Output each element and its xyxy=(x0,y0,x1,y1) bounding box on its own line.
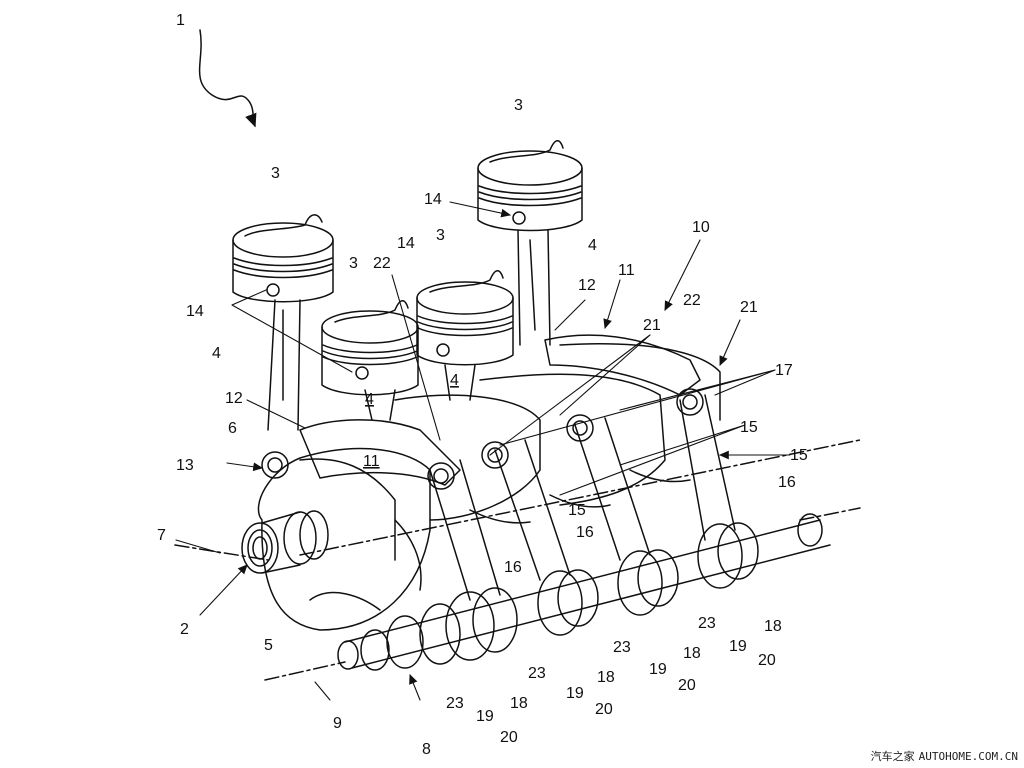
assembly-arrow xyxy=(198,29,257,128)
eccentric-shaft xyxy=(337,513,831,671)
label-4: 4 xyxy=(212,345,221,362)
label-23: 23 xyxy=(446,695,464,712)
label-18: 18 xyxy=(510,695,528,712)
label-3: 3 xyxy=(514,97,523,114)
label-5: 5 xyxy=(264,637,273,654)
label-19: 19 xyxy=(566,685,584,702)
piston-mid-left xyxy=(321,300,419,396)
label-11: 11 xyxy=(363,453,380,470)
label-17: 17 xyxy=(775,362,793,379)
label-20: 20 xyxy=(500,729,518,746)
label-9: 9 xyxy=(333,715,342,732)
watermark-site: AUTOHOME.COM.CN xyxy=(918,750,1018,763)
line-art xyxy=(174,29,861,701)
label-20: 20 xyxy=(758,652,776,669)
rocker-levers xyxy=(261,334,704,490)
label-22: 22 xyxy=(373,255,391,272)
label-15: 15 xyxy=(790,447,808,464)
crank-nose xyxy=(241,510,329,574)
label-7: 7 xyxy=(157,527,166,544)
label-2: 2 xyxy=(180,621,189,638)
label-19: 19 xyxy=(729,638,747,655)
eccentric-axis-line xyxy=(264,507,861,681)
leader-lines xyxy=(175,201,791,701)
label-16: 16 xyxy=(504,559,522,576)
label-14: 14 xyxy=(186,303,204,320)
label-21: 21 xyxy=(643,317,661,334)
label-15: 15 xyxy=(568,502,586,519)
label-13: 13 xyxy=(176,457,194,474)
part-labels: 1 3 3 3 3 14 14 14 4 4 4 4 22 22 12 12 1… xyxy=(157,12,808,758)
label-16: 16 xyxy=(778,474,796,491)
label-8: 8 xyxy=(422,741,431,758)
label-12: 12 xyxy=(225,390,243,407)
label-6: 6 xyxy=(228,420,237,437)
label-14: 14 xyxy=(397,235,415,252)
label-19: 19 xyxy=(649,661,667,678)
watermark-cn: 汽车之家 xyxy=(870,750,915,763)
label-19: 19 xyxy=(476,708,494,725)
label-10: 10 xyxy=(692,219,710,236)
label-3: 3 xyxy=(349,255,358,272)
label-4: 4 xyxy=(365,391,374,408)
label-21: 21 xyxy=(740,299,758,316)
label-18: 18 xyxy=(764,618,782,635)
label-22: 22 xyxy=(683,292,701,309)
label-16: 16 xyxy=(576,524,594,541)
label-12: 12 xyxy=(578,277,596,294)
label-23: 23 xyxy=(698,615,716,632)
label-4: 4 xyxy=(450,372,459,389)
label-4: 4 xyxy=(588,237,597,254)
label-18: 18 xyxy=(597,669,615,686)
label-3: 3 xyxy=(271,165,280,182)
label-15: 15 xyxy=(740,419,758,436)
label-14: 14 xyxy=(424,191,442,208)
coupling-links xyxy=(429,394,736,601)
crankshaft-body xyxy=(257,343,721,631)
label-1: 1 xyxy=(176,12,185,29)
connecting-rods xyxy=(267,229,551,431)
label-3: 3 xyxy=(436,227,445,244)
piston-mid-right xyxy=(416,270,514,366)
piston-right xyxy=(477,140,583,232)
label-11: 11 xyxy=(618,262,635,279)
label-20: 20 xyxy=(595,701,613,718)
label-20: 20 xyxy=(678,677,696,694)
piston-left xyxy=(232,214,334,303)
label-23: 23 xyxy=(613,639,631,656)
label-18: 18 xyxy=(683,645,701,662)
label-23: 23 xyxy=(528,665,546,682)
crank-axis-line xyxy=(174,439,861,561)
